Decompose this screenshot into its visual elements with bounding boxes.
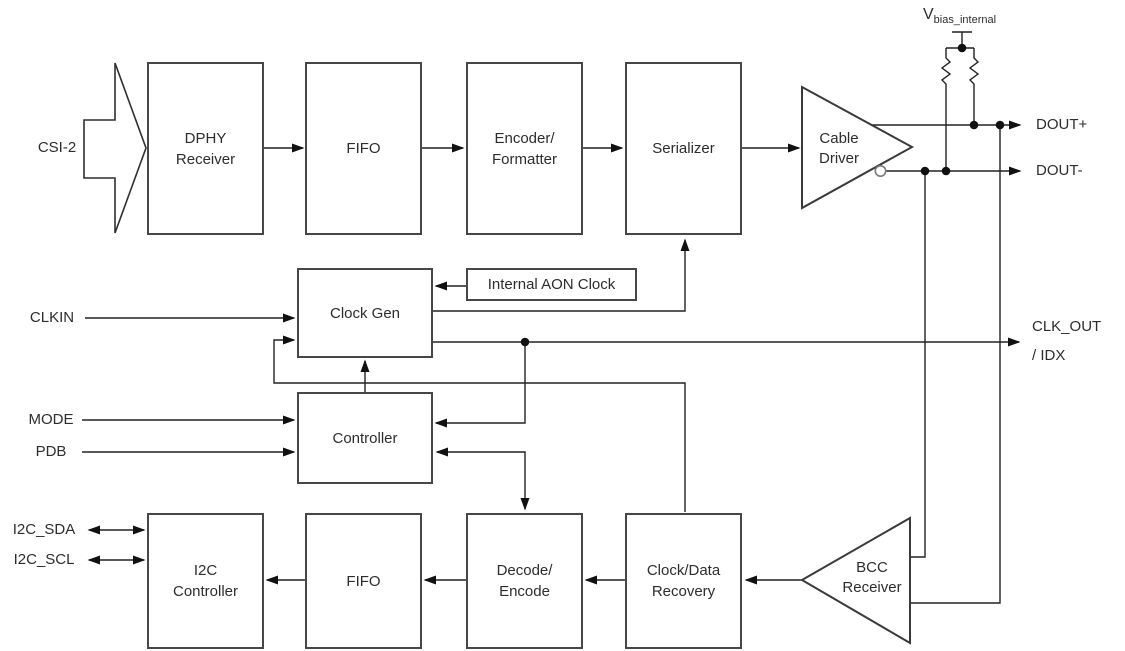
junction-doutminus-loopback bbox=[920, 166, 930, 176]
port-label-clkin: CLKIN bbox=[29, 309, 75, 326]
block-clock-gen: Clock Gen bbox=[297, 268, 433, 358]
port-label-dout-minus: DOUT- bbox=[1036, 162, 1083, 179]
cable-driver-triangle bbox=[801, 85, 915, 210]
port-label-clk-out-idx: CLK_OUT / IDX bbox=[1032, 318, 1102, 364]
block-fifo-bottom-label: FIFO bbox=[346, 572, 381, 590]
junction-clkout-branch bbox=[520, 337, 530, 347]
junction-doutplus-loopback bbox=[995, 120, 1005, 130]
junction-dots bbox=[520, 43, 1005, 347]
bcc-receiver-label: BCC Receiver bbox=[842, 559, 902, 596]
junction-doutplus-resistor bbox=[969, 120, 979, 130]
block-fifo-top-label: FIFO bbox=[346, 140, 381, 157]
vbias-sub: bias_internal bbox=[933, 14, 997, 27]
block-fifo-bottom: FIFO bbox=[305, 513, 422, 649]
bcc-receiver-triangle bbox=[800, 516, 911, 645]
block-clock-data-recovery-label: Clock/Data Recovery bbox=[646, 562, 721, 600]
wire-controller-decode-bidir bbox=[435, 447, 530, 511]
port-label-i2c-sda: I2C_SDA bbox=[12, 521, 76, 538]
block-clock-gen-label: Clock Gen bbox=[329, 304, 401, 322]
cable-driver-label-wrap: Cable Driver bbox=[801, 127, 877, 171]
block-clock-data-recovery: Clock/Data Recovery bbox=[625, 513, 742, 649]
wire-doutminus-to-bcc bbox=[911, 171, 926, 558]
block-internal-aon-clock: Internal AON Clock bbox=[466, 268, 637, 301]
inverting-output-bubble bbox=[874, 165, 887, 178]
block-controller: Controller bbox=[297, 392, 433, 484]
block-encoder-formatter: Encoder/ Formatter bbox=[466, 62, 583, 235]
block-controller-label: Controller bbox=[332, 429, 398, 447]
block-dphy-receiver: DPHY Receiver bbox=[147, 62, 264, 235]
wire-doutplus-to-bcc bbox=[911, 125, 1001, 604]
vbias-main: V bbox=[923, 6, 934, 23]
port-label-dout-plus: DOUT+ bbox=[1036, 116, 1088, 133]
resistor-left bbox=[940, 48, 952, 171]
block-dphy-receiver-label: DPHY Receiver bbox=[175, 129, 236, 168]
block-serializer-label: Serializer bbox=[652, 140, 715, 157]
port-label-csi2: CSI-2 bbox=[37, 139, 77, 156]
wire-clockgen-to-serializer bbox=[433, 238, 690, 312]
block-serializer: Serializer bbox=[625, 62, 742, 235]
csi2-block-arrow bbox=[83, 62, 147, 234]
block-decode-encode-label: Decode/ Encode bbox=[496, 562, 553, 600]
resistor-right bbox=[968, 48, 980, 125]
cable-driver-label: Cable Driver bbox=[819, 130, 859, 167]
wire-clk-to-controller bbox=[434, 342, 526, 428]
block-decode-encode: Decode/ Encode bbox=[466, 513, 583, 649]
block-i2c-controller-label: I2C Controller bbox=[172, 562, 239, 600]
port-label-mode: MODE bbox=[28, 411, 74, 428]
wire-cdr-to-clockgen-feedback bbox=[273, 335, 686, 512]
port-label-pdb: PDB bbox=[35, 443, 67, 460]
block-fifo-top: FIFO bbox=[305, 62, 422, 235]
block-internal-aon-clock-label: Internal AON Clock bbox=[487, 276, 616, 293]
port-label-vbias: Vbias_internal bbox=[923, 6, 996, 29]
junction-vbias bbox=[957, 43, 967, 53]
block-encoder-formatter-label: Encoder/ Formatter bbox=[491, 129, 557, 168]
port-label-i2c-scl: I2C_SCL bbox=[13, 551, 75, 568]
block-i2c-controller: I2C Controller bbox=[147, 513, 264, 649]
bcc-receiver-label-wrap: BCC Receiver bbox=[826, 556, 918, 600]
junction-doutminus-resistor bbox=[941, 166, 951, 176]
